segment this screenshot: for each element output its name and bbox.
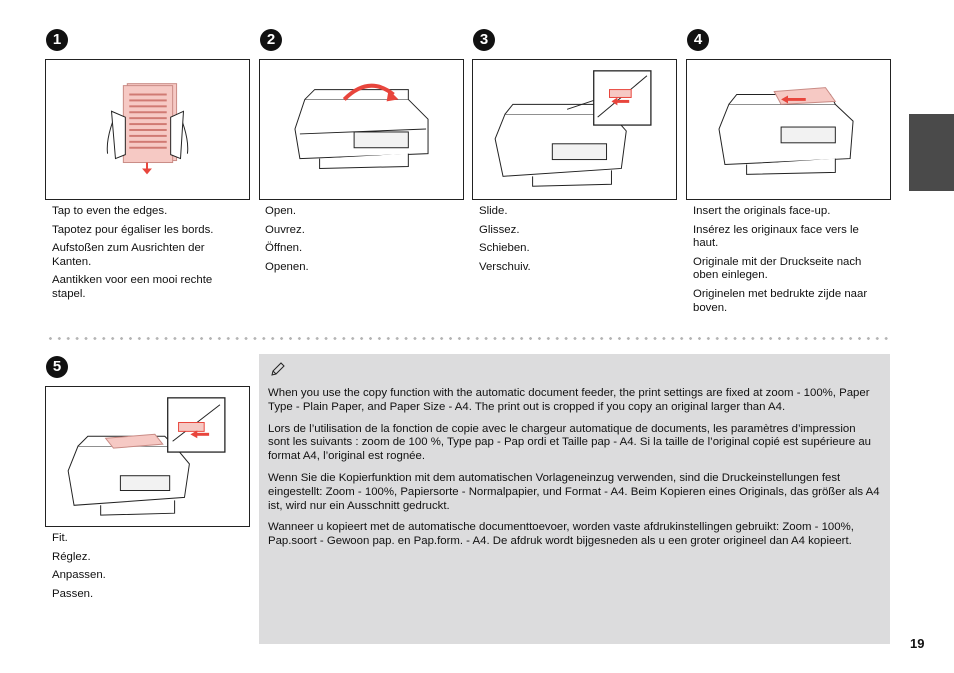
note-box: When you use the copy function with the … (259, 354, 890, 644)
dotted-separator (46, 337, 892, 340)
page-number: 19 (910, 636, 925, 651)
step-1-illustration (45, 59, 250, 200)
step-5-line-fr: Réglez. (52, 550, 91, 563)
step-5-number: 5 (46, 356, 68, 378)
step-3-number: 3 (473, 29, 495, 51)
step-2-text: Open. Ouvrez. Öffnen. Openen. (265, 205, 455, 279)
note-paragraph-nl: Wanneer u kopieert met de automatische d… (268, 521, 854, 548)
step-1-line-de: Aufstoßen zum Ausrichten der Kanten. (52, 242, 205, 268)
note-paragraph-fr: Lors de l’utilisation de la fonction de … (268, 422, 872, 463)
step-5-line-en: Fit. (52, 532, 68, 544)
step-5-illustration (45, 386, 250, 527)
step-3-line-de: Schieben. (479, 242, 530, 255)
step-1-number: 1 (46, 29, 68, 51)
step-4-number: 4 (687, 29, 709, 51)
step-2-line-fr: Ouvrez. (265, 223, 305, 236)
step-3-line-nl: Verschuiv. (479, 260, 531, 273)
pencil-icon (271, 362, 285, 376)
note-paragraph-de: Wenn Sie die Kopierfunktion mit dem auto… (268, 471, 880, 512)
chapter-tab (909, 114, 954, 191)
step-1-text: Tap to even the edges. Tapotez pour égal… (52, 205, 242, 307)
step-3-line-en: Slide. (479, 205, 508, 217)
step-2-line-nl: Openen. (265, 260, 309, 273)
step-5-line-de: Anpassen. (52, 569, 106, 582)
step-5-text: Fit. Réglez. Anpassen. Passen. (52, 532, 242, 606)
step-2-line-de: Öffnen. (265, 242, 303, 255)
step-1-line-nl: Aantikken voor een mooi rechte stapel. (52, 274, 213, 300)
step-3-illustration (472, 59, 677, 200)
step-2-line-en: Open. (265, 205, 297, 217)
step-4-illustration (686, 59, 891, 200)
step-5-line-nl: Passen. (52, 587, 94, 600)
step-4-line-fr: Insérez les originaux face vers le haut. (693, 223, 859, 250)
step-2-number: 2 (260, 29, 282, 51)
note-paragraph-en: When you use the copy function with the … (268, 387, 870, 413)
step-1-line-fr: Tapotez pour égaliser les bords. (52, 223, 214, 236)
step-3-line-fr: Glissez. (479, 223, 520, 236)
step-4-text: Insert the originals face-up. Insérez le… (693, 205, 885, 320)
step-3-text: Slide. Glissez. Schieben. Verschuiv. (479, 205, 669, 279)
step-4-line-de: Originale mit der Druckseite nach oben e… (693, 255, 862, 282)
note-text: When you use the copy function with the … (268, 387, 880, 557)
step-4-line-en: Insert the originals face-up. (693, 205, 831, 217)
step-2-illustration (259, 59, 464, 200)
step-4-line-nl: Originelen met bedrukte zijde naar boven… (693, 287, 868, 314)
step-1-line-en: Tap to even the edges. (52, 205, 168, 217)
